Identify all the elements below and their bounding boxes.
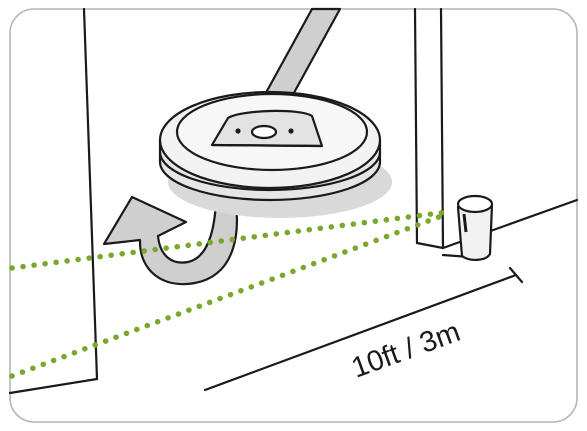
beam-upper — [9, 209, 450, 271]
left-wall-edge — [82, 7, 99, 381]
room-walls — [8, 7, 579, 395]
right-doorframe-outer — [439, 7, 445, 250]
robot-vacuum-icon — [158, 90, 382, 202]
right-doorframe-inner — [413, 7, 419, 245]
right-doorframe-base — [415, 241, 445, 250]
left-wall-floor-line — [8, 377, 99, 395]
beam-lower — [9, 211, 450, 379]
measure-line — [203, 273, 518, 392]
u-turn-arrow-icon — [102, 195, 238, 286]
barrier-beams — [9, 209, 450, 379]
distance-measure — [203, 266, 524, 392]
measure-tick — [508, 266, 524, 284]
virtual-wall-beacon-icon — [456, 194, 494, 261]
